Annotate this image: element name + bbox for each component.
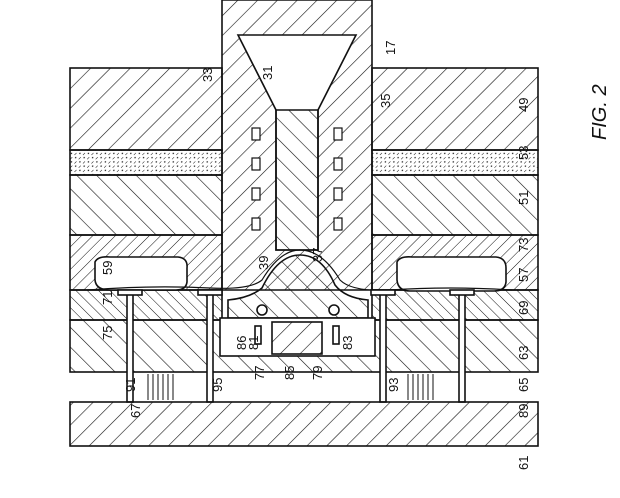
cavity-right xyxy=(397,257,506,291)
insulation-band-53 xyxy=(70,150,222,175)
reference-label-71: 71 xyxy=(100,291,115,305)
pin-89 xyxy=(459,292,465,402)
reference-label-61: 61 xyxy=(516,456,531,470)
reference-label-49: 49 xyxy=(516,98,531,112)
reference-label-57: 57 xyxy=(516,268,531,282)
reference-label-86: 86 xyxy=(234,336,249,350)
reference-label-33: 33 xyxy=(200,68,215,82)
reference-label-65: 65 xyxy=(516,378,531,392)
reference-label-89: 89 xyxy=(516,404,531,418)
reference-label-37: 37 xyxy=(310,248,325,262)
reference-label-67: 67 xyxy=(128,404,143,418)
reference-label-83: 83 xyxy=(340,336,355,350)
reference-label-79: 79 xyxy=(310,366,325,380)
reference-label-59: 59 xyxy=(100,261,115,275)
reference-label-53: 53 xyxy=(516,146,531,160)
reference-label-39: 39 xyxy=(256,256,271,270)
reference-label-51: 51 xyxy=(516,191,531,205)
reference-label-31: 31 xyxy=(260,66,275,80)
reference-label-73: 73 xyxy=(516,238,531,252)
figure-title: FIG. 2 xyxy=(589,84,611,140)
reference-label-91: 91 xyxy=(123,378,138,392)
ball-79 xyxy=(329,305,339,315)
plate-49-right xyxy=(372,68,538,150)
block-85 xyxy=(272,322,322,354)
reference-label-77: 77 xyxy=(252,366,267,380)
reference-label-95: 95 xyxy=(210,378,225,392)
reference-label-93: 93 xyxy=(386,378,401,392)
reference-label-35: 35 xyxy=(378,94,393,108)
reference-label-63: 63 xyxy=(516,346,531,360)
plate-51 xyxy=(70,175,222,235)
reference-label-85: 85 xyxy=(282,366,297,380)
spring-83 xyxy=(333,326,339,344)
reference-label-75: 75 xyxy=(100,326,115,340)
ball-77 xyxy=(257,305,267,315)
reference-label-17: 17 xyxy=(383,41,398,55)
reference-label-69: 69 xyxy=(516,301,531,315)
